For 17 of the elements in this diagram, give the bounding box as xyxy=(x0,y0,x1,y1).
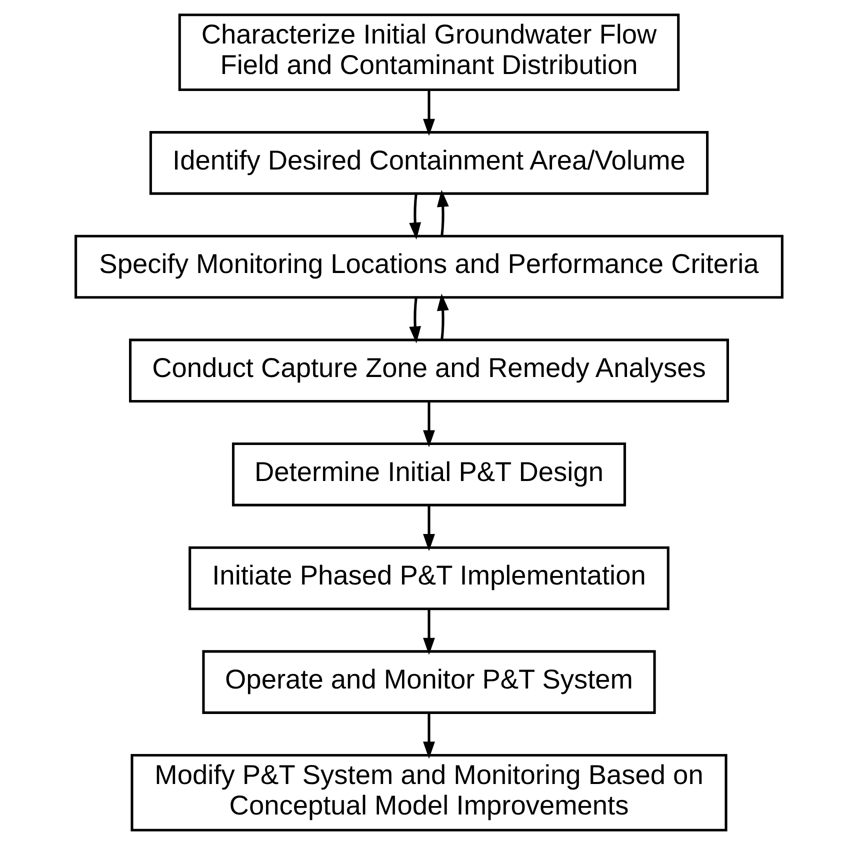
arrow xyxy=(409,297,422,344)
node-box: Modify P&T System and Monitoring Based on Conceptual Model Improvements xyxy=(130,754,728,832)
node-box: Specify Monitoring Locations and Performance Criteria xyxy=(74,234,784,299)
node-box: Identify Desired Containment Area/Volume xyxy=(149,131,709,195)
arrow xyxy=(423,713,435,759)
node-box: Characterize Initial Groundwater Flow Field and Contaminant Distribution xyxy=(178,14,680,92)
arrow xyxy=(436,190,449,236)
arrow xyxy=(423,90,435,136)
arrow xyxy=(423,401,435,448)
arrow xyxy=(423,505,435,552)
arrow xyxy=(436,294,449,340)
node-box: Determine Initial P&T Design xyxy=(232,442,626,506)
node-box: Initiate Phased P&T Implementation xyxy=(188,546,670,610)
arrow xyxy=(423,609,435,655)
arrow xyxy=(409,194,422,240)
node-box: Conduct Capture Zone and Remedy Analyses xyxy=(129,338,729,402)
node-box: Operate and Monitor P&T System xyxy=(202,650,656,714)
